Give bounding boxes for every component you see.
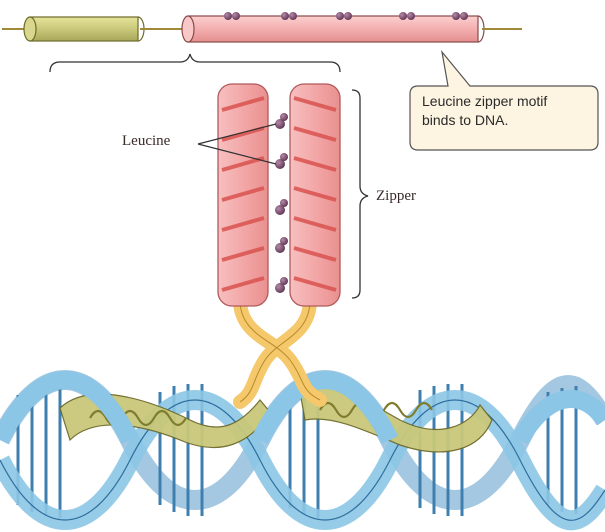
leucine-residue-icon (275, 153, 288, 169)
callout-line-1: Leucine zipper motif (422, 92, 600, 111)
alpha-helix-icon (218, 84, 268, 306)
leucine-label: Leucine (122, 134, 170, 149)
callout-line-2: binds to DNA. (422, 111, 600, 130)
leucine-residue-icon (275, 237, 288, 253)
dna-binding-domain-cylinder (24, 17, 144, 41)
protein-schematic (2, 12, 522, 42)
zipper-brace (352, 90, 368, 298)
callout-text: Leucine zipper motif binds to DNA. (422, 92, 600, 130)
linker-yellow-strands (240, 300, 320, 402)
leucine-residues-zipper (275, 113, 288, 293)
alpha-helix-icon (290, 84, 340, 306)
zipper-label: Zipper (376, 189, 416, 204)
leucine-residue-icon (275, 199, 288, 215)
leucine-residue-icon (275, 277, 288, 293)
horizontal-brace (50, 54, 340, 72)
leucine-residue-icon (275, 113, 288, 129)
